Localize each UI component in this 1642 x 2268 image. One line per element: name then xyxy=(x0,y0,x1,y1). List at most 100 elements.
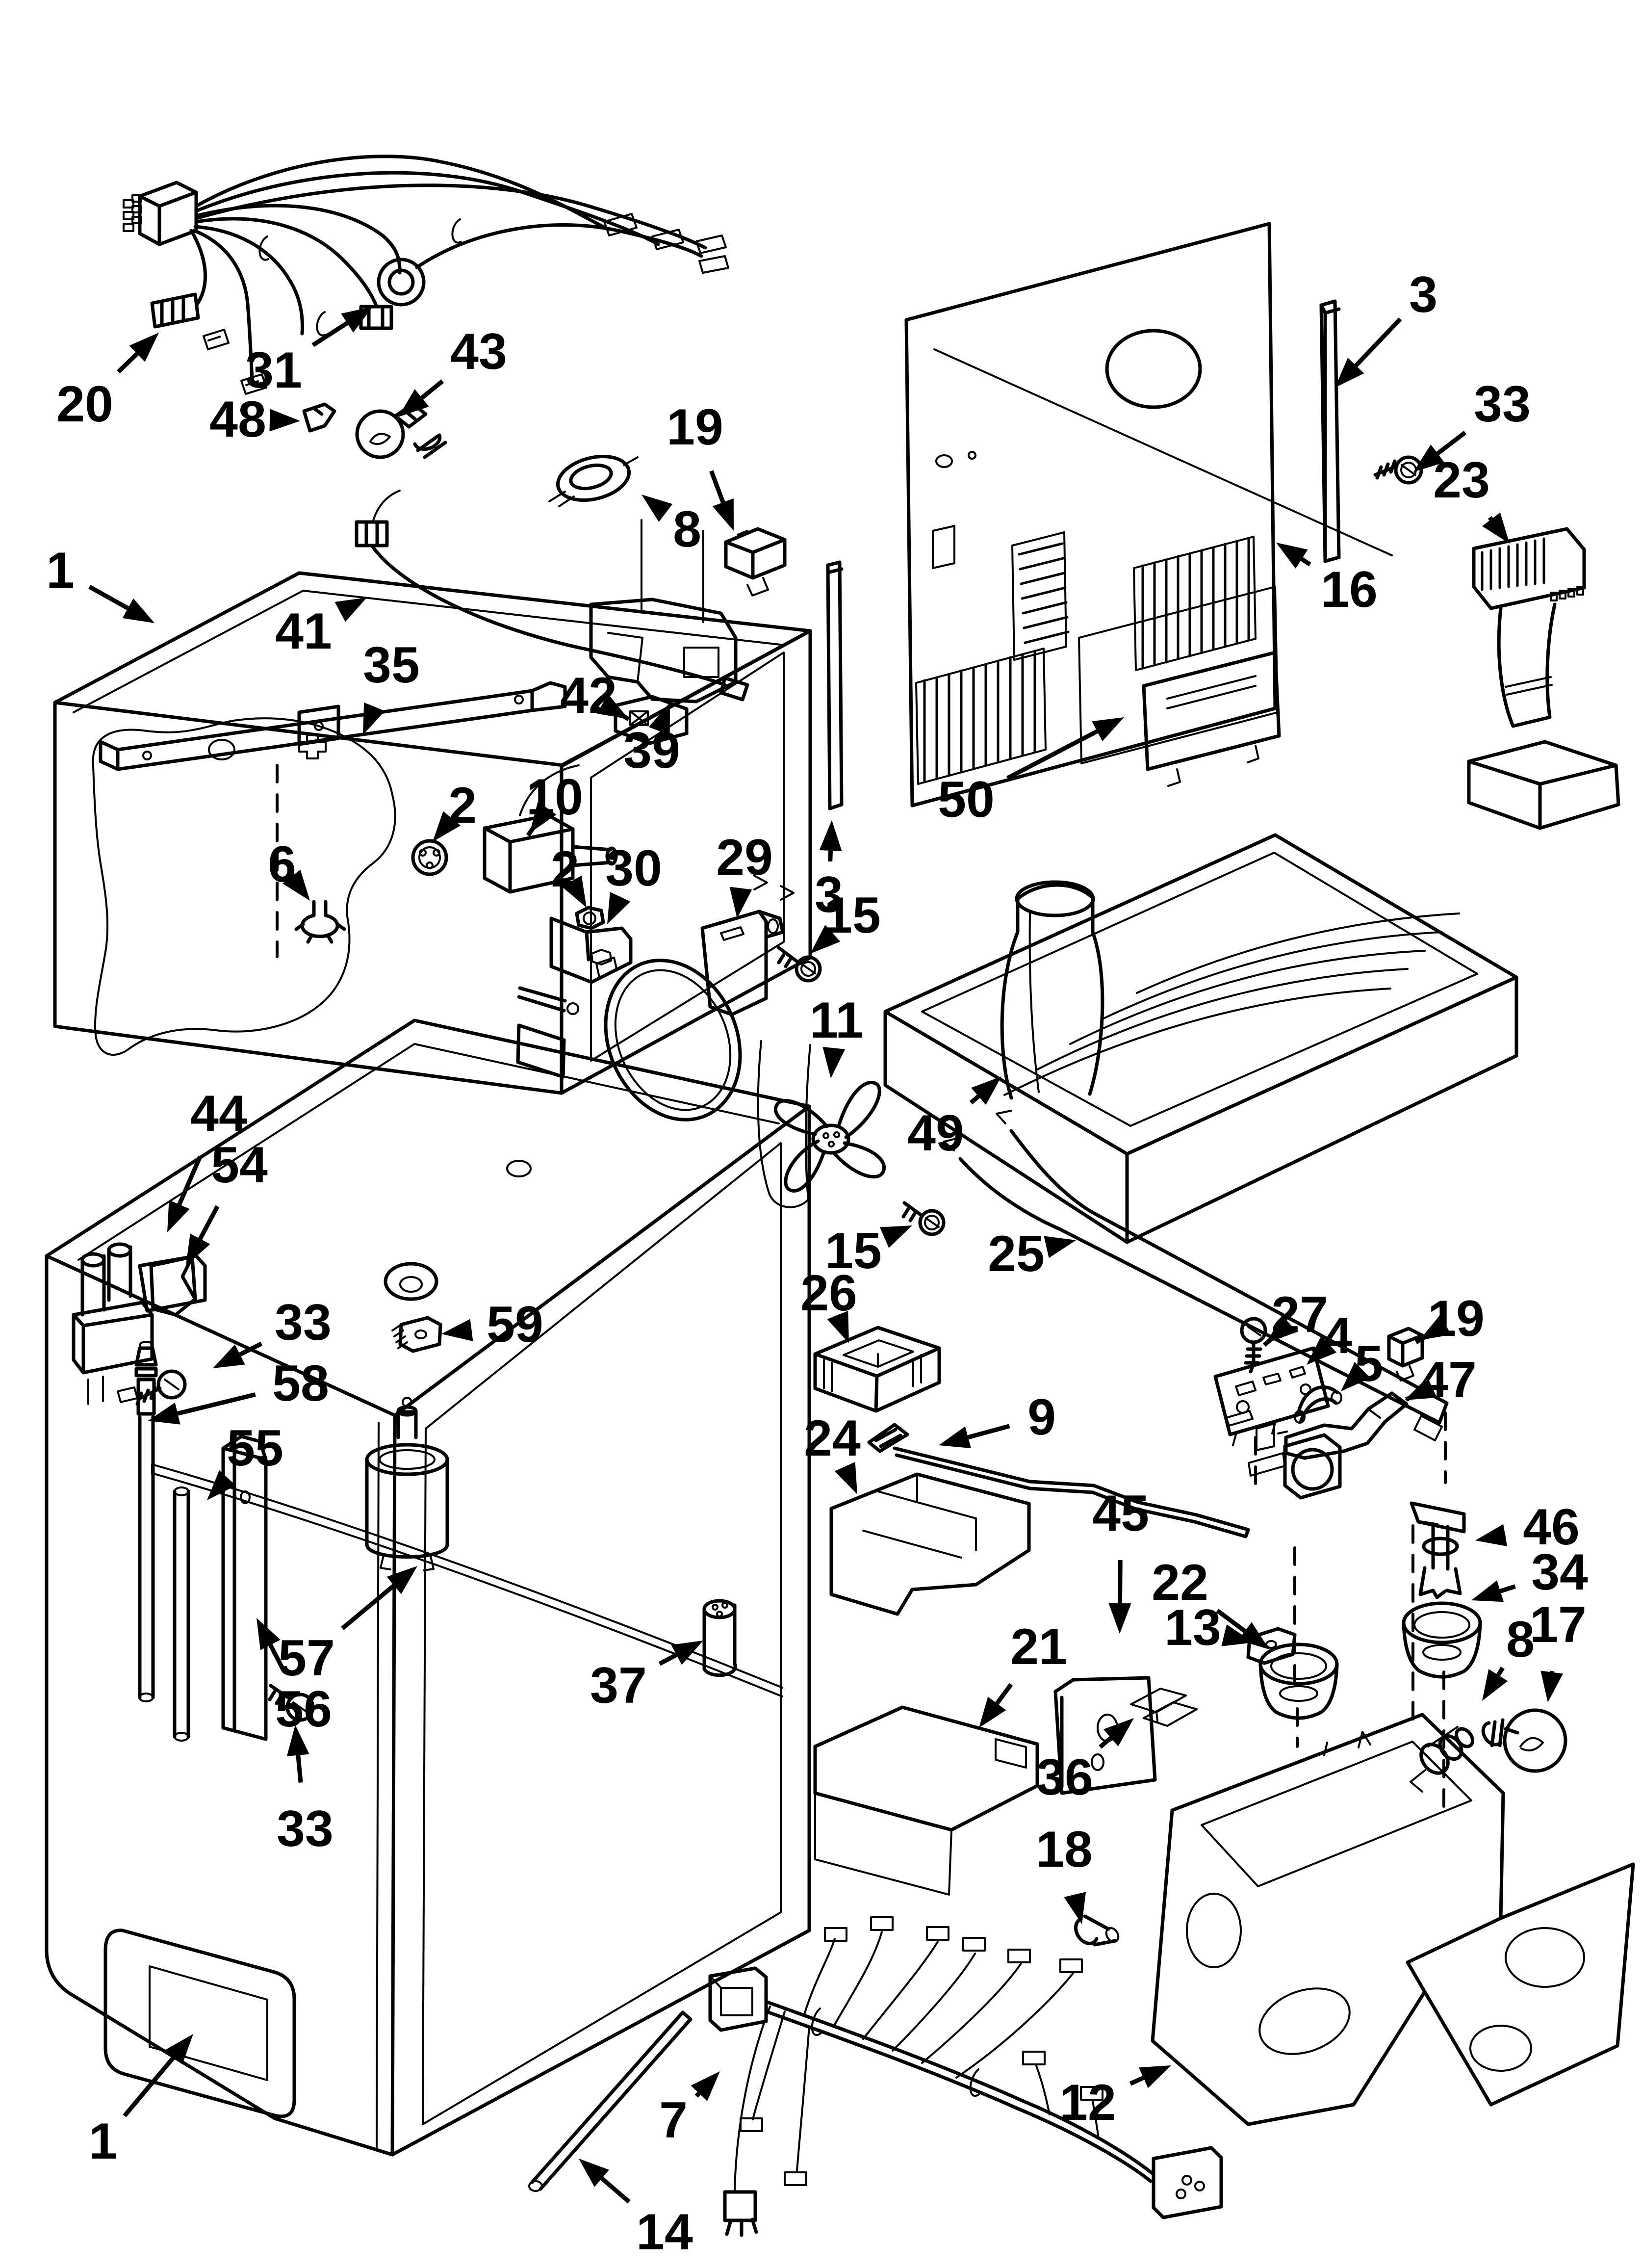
callout-2-17: 2 xyxy=(433,777,477,842)
leader-line-43 xyxy=(420,379,444,400)
leader-line-20 xyxy=(117,352,139,374)
label-tag-36 xyxy=(1130,1688,1198,1727)
arrowhead-icon xyxy=(691,2071,720,2101)
callout-41-7: 41 xyxy=(275,598,367,660)
callout-26-28: 26 xyxy=(800,1265,857,1343)
part-number-label-54: 54 xyxy=(211,1137,268,1194)
leader-line-33 xyxy=(296,1755,303,1783)
part-number-label-13: 13 xyxy=(1164,1599,1221,1656)
wire-harness-evaporator xyxy=(123,155,729,395)
callout-3-22: 3 xyxy=(815,820,843,923)
arrowhead-icon xyxy=(167,1199,190,1232)
screw-15-lower xyxy=(901,1201,946,1236)
drain-pan-49 xyxy=(883,833,1518,1244)
part-number-label-12: 12 xyxy=(1059,2074,1116,2131)
arrowhead-icon xyxy=(879,1225,912,1248)
leader-line-58 xyxy=(177,1392,256,1416)
callout-43-3: 43 xyxy=(398,323,507,417)
arrowhead-icon xyxy=(1419,1315,1452,1340)
callout-29-21: 29 xyxy=(716,829,773,918)
arrowhead-icon xyxy=(269,409,300,432)
water-tube-55 xyxy=(173,1486,190,1742)
leader-line-50 xyxy=(1006,729,1099,781)
arrowhead-icon xyxy=(1405,1377,1437,1400)
arrowhead-icon xyxy=(822,1046,846,1078)
callout-23-13: 23 xyxy=(1433,452,1510,544)
foam-block-26 xyxy=(813,1326,941,1413)
leader-line-37 xyxy=(658,1653,678,1666)
callout-4-32: 4 xyxy=(1307,1307,1352,1365)
light-bulb-17 xyxy=(1481,1708,1567,1773)
arrowhead-icon xyxy=(939,1426,971,1448)
leader-line-19 xyxy=(709,470,725,503)
heater-loop xyxy=(757,1040,811,1208)
callout-1-59: 1 xyxy=(89,2034,193,2170)
washer-nut-2 xyxy=(575,906,605,930)
part-number-label-15: 15 xyxy=(824,887,881,944)
leader-line-12 xyxy=(1129,2076,1145,2086)
part-number-label-47: 47 xyxy=(1420,1352,1477,1408)
callout-55-45: 55 xyxy=(207,1420,283,1500)
arrowhead-icon xyxy=(441,1319,473,1342)
arrowhead-icon xyxy=(1307,1336,1337,1365)
part-number-label-44: 44 xyxy=(190,1085,247,1142)
part-number-label-46: 46 xyxy=(1523,1499,1580,1556)
arrowhead-icon xyxy=(1335,358,1364,388)
callout-8-5: 8 xyxy=(641,495,701,558)
part-number-label-8: 8 xyxy=(673,501,701,558)
arrowhead-icon xyxy=(363,702,385,735)
arrowhead-icon xyxy=(729,886,752,918)
drain-hose-5 xyxy=(1294,1385,1342,1424)
callout-18-55: 18 xyxy=(1036,1821,1093,1924)
part-number-label-6: 6 xyxy=(268,836,296,893)
part-number-label-17: 17 xyxy=(1530,1596,1587,1653)
arrowhead-icon xyxy=(433,811,461,842)
arrowhead-icon xyxy=(1475,1524,1508,1547)
air-tower-23 xyxy=(1467,527,1620,830)
callout-9-29: 9 xyxy=(939,1389,1056,1448)
part-number-label-3: 3 xyxy=(815,866,843,923)
arrowhead-icon xyxy=(1103,1718,1134,1747)
callout-20-0: 20 xyxy=(56,333,159,433)
callout-22-52: 22 xyxy=(1152,1554,1269,1649)
leader-line-44 xyxy=(177,1155,203,1205)
clip-42 xyxy=(614,695,689,745)
callout-19-33: 19 xyxy=(1414,1290,1485,1347)
condenser-fan-blade-11 xyxy=(773,1081,886,1193)
callout-35-8: 35 xyxy=(363,637,420,735)
arrowhead-icon xyxy=(979,1696,1006,1728)
channel-strip-56 xyxy=(221,1434,268,1741)
callout-19-4: 19 xyxy=(667,399,734,531)
part-number-label-23: 23 xyxy=(1433,452,1490,509)
arrowhead-icon xyxy=(1266,1315,1297,1343)
callout-8-39: 8 xyxy=(1482,1611,1535,1701)
part-number-label-48: 48 xyxy=(209,391,266,448)
arrowhead-icon xyxy=(712,498,734,531)
leader-line-33 xyxy=(239,1341,263,1357)
leader-line-9 xyxy=(967,1424,1010,1440)
part-number-label-2: 2 xyxy=(551,841,579,898)
arrowhead-icon xyxy=(1139,2065,1171,2088)
leader-line-54 xyxy=(198,1205,220,1240)
screw-27 xyxy=(1240,1317,1267,1374)
part-number-label-41: 41 xyxy=(275,603,332,660)
arrowhead-icon xyxy=(148,1402,180,1425)
arrowhead-icon xyxy=(207,1470,236,1500)
lamp-plunger-46 xyxy=(1410,1501,1466,1599)
leader-line-14 xyxy=(600,2176,631,2204)
callout-10-18: 10 xyxy=(526,769,583,837)
arrowhead-icon xyxy=(1482,512,1510,544)
part-number-label-31: 31 xyxy=(245,342,302,399)
part-number-label-8: 8 xyxy=(1506,1611,1535,1668)
part-number-label-3: 3 xyxy=(1409,266,1437,323)
arrowhead-icon xyxy=(1540,1670,1563,1702)
callout-47-35: 47 xyxy=(1405,1352,1477,1408)
callout-2-19: 2 xyxy=(551,841,587,908)
part-number-label-37: 37 xyxy=(590,1657,647,1714)
leader-line-45 xyxy=(1118,1560,1123,1604)
shelf-rod-9 xyxy=(867,1423,1250,1538)
arrowhead-icon xyxy=(1238,1622,1269,1649)
callout-15-27: 15 xyxy=(825,1223,912,1279)
